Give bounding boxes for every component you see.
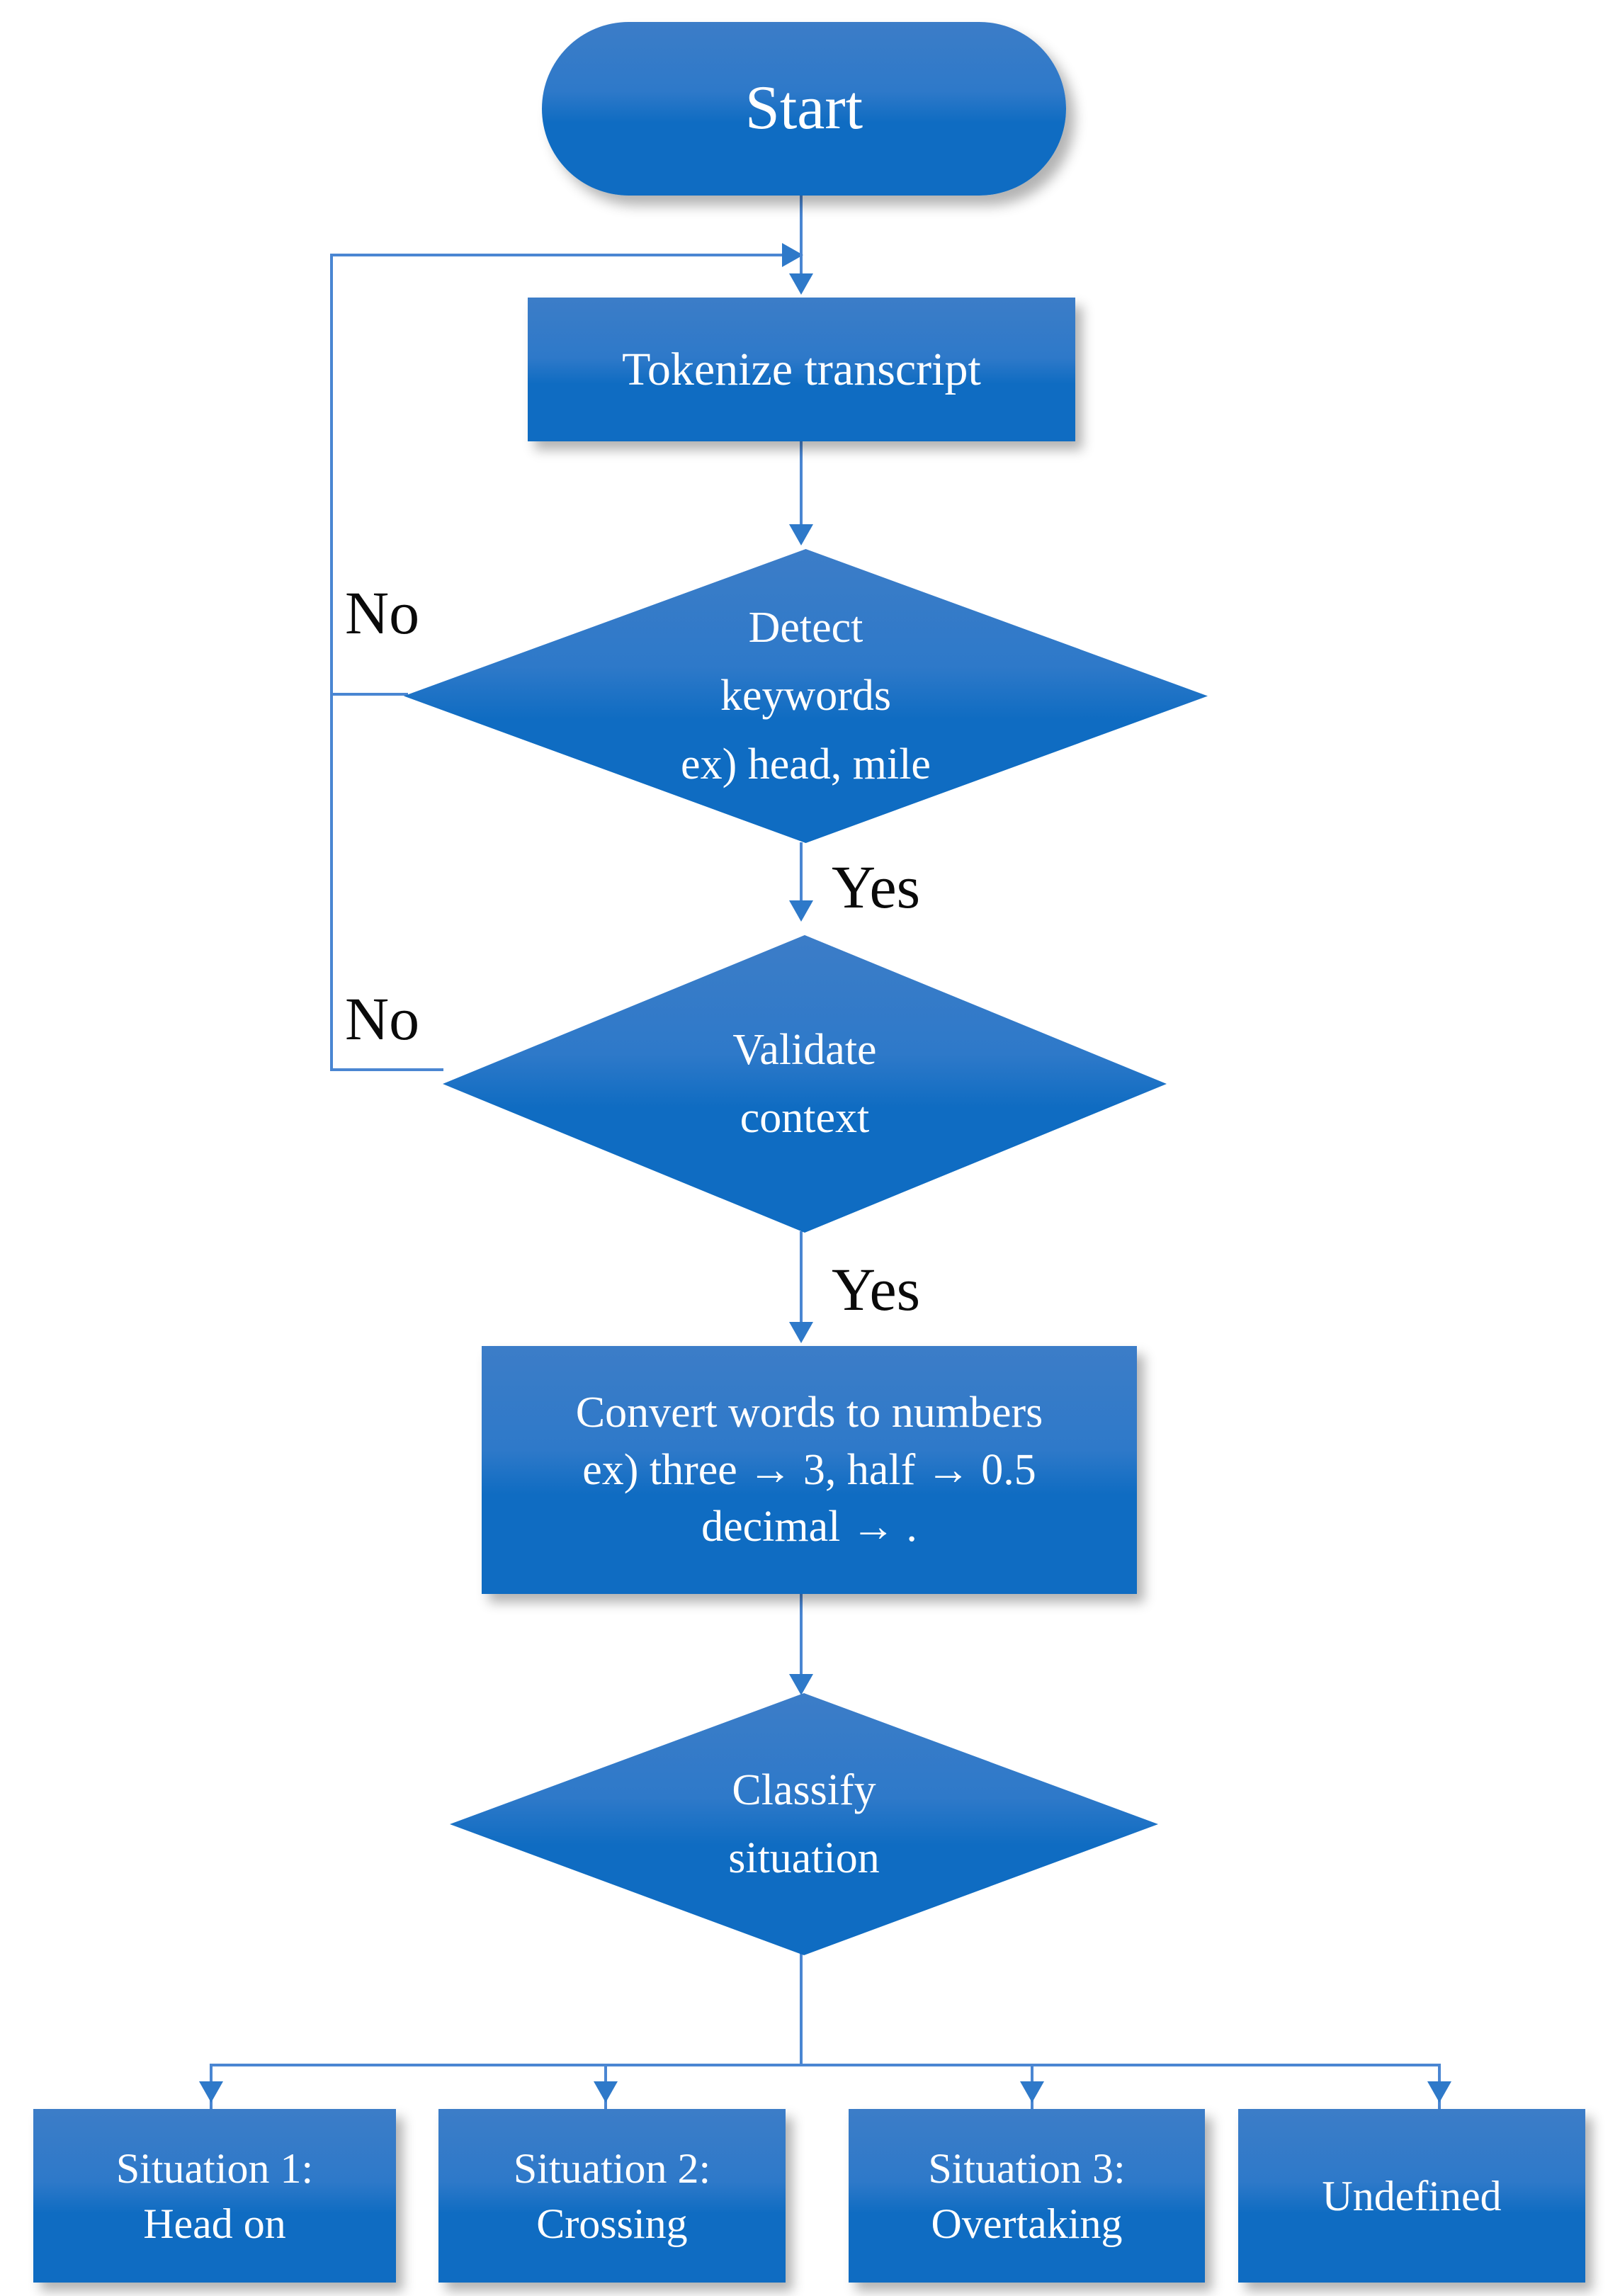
node-start[interactable]: Start xyxy=(542,22,1066,196)
detect-no-branch-line xyxy=(330,693,408,696)
feedback-loop-horizontal-line xyxy=(330,254,782,256)
connector-start-to-tokenize xyxy=(800,196,803,273)
outcome-bus-horizontal-line xyxy=(210,2064,1441,2066)
validate-no-branch-line xyxy=(330,1068,443,1071)
connector-classify-to-bus xyxy=(800,1953,803,2066)
connector-detect-to-validate-arrowhead xyxy=(789,900,813,922)
node-tokenize-transcript[interactable]: Tokenize transcript xyxy=(528,298,1075,441)
connector-validate-to-convert xyxy=(800,1231,803,1322)
edge-label-detect-no: No xyxy=(345,579,420,647)
connector-bus-to-situation-1-arrowhead xyxy=(199,2081,223,2103)
edge-label-validate-yes: Yes xyxy=(832,1255,921,1323)
connector-tokenize-to-detect-arrowhead xyxy=(789,524,813,545)
node-outcome-undefined[interactable]: Undefined xyxy=(1238,2109,1585,2283)
node-detect-keywords[interactable]: Detect keywords ex) head, mile xyxy=(404,549,1208,843)
connector-bus-to-undefined-arrowhead xyxy=(1427,2081,1451,2103)
edge-label-detect-yes: Yes xyxy=(832,853,921,921)
connector-validate-to-convert-arrowhead xyxy=(789,1322,813,1343)
connector-detect-to-validate xyxy=(800,842,803,906)
detect-keywords-label: Detect keywords ex) head, mile xyxy=(681,604,931,788)
feedback-loop-vertical-line xyxy=(330,254,333,1070)
validate-context-label: Validate context xyxy=(732,1025,877,1142)
connector-convert-to-classify xyxy=(800,1593,803,1674)
connector-bus-to-situation-2-arrowhead xyxy=(594,2081,618,2103)
node-convert-words-to-numbers[interactable]: Convert words to numbers ex) three → 3, … xyxy=(482,1346,1137,1594)
node-outcome-situation-1[interactable]: Situation 1: Head on xyxy=(33,2109,396,2283)
node-outcome-situation-2[interactable]: Situation 2: Crossing xyxy=(438,2109,786,2283)
connector-tokenize-to-detect xyxy=(800,441,803,524)
connector-start-to-tokenize-arrowhead xyxy=(789,273,813,295)
edge-label-validate-no: No xyxy=(345,985,420,1053)
node-outcome-situation-3[interactable]: Situation 3: Overtaking xyxy=(849,2109,1205,2283)
classify-situation-label: Classify situation xyxy=(728,1765,880,1882)
node-validate-context[interactable]: Validate context xyxy=(443,935,1167,1233)
node-classify-situation[interactable]: Classify situation xyxy=(450,1693,1158,1955)
connector-convert-to-classify-arrowhead xyxy=(789,1674,813,1695)
connector-bus-to-situation-3-arrowhead xyxy=(1020,2081,1044,2103)
